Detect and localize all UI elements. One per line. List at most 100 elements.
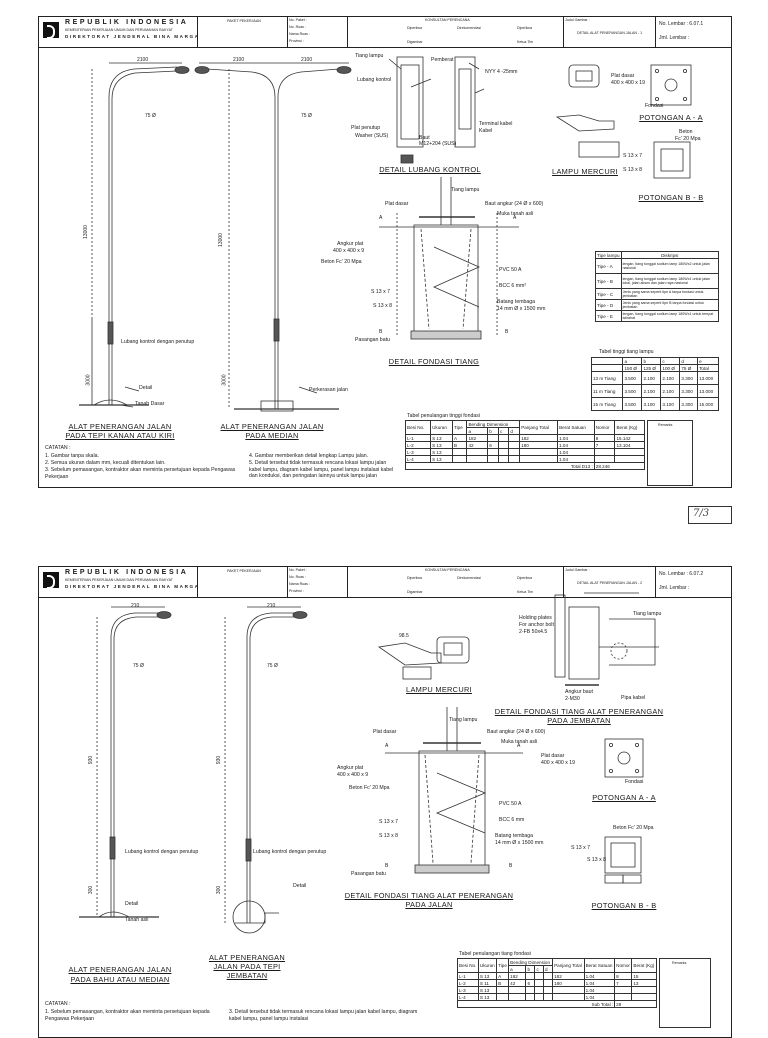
table-cell: 11 m Tiang: [590, 384, 624, 398]
drawing-sheet-1: REPUBLIK INDONESIA KEMENTERIAN PEKERJAAN…: [38, 16, 732, 488]
pb-s13x8-label: S 13 x 8: [623, 167, 643, 173]
total-value: 28.246: [593, 462, 646, 470]
ft-beton-label: Beton Fc' 20 Mpa: [321, 259, 362, 265]
pole2-title: ALAT PENERANGAN JALAN: [220, 422, 324, 431]
ft-s13x7-label: S 13 x 7: [371, 289, 391, 295]
table-cell: S 13: [430, 455, 453, 463]
fondasi-table-title: Tabel penulangan tinggi fondasi: [407, 413, 480, 419]
perkerasan-label: Perkerasan jalan: [309, 387, 348, 393]
lm-title: LAMPU MERCURI: [406, 685, 472, 694]
org-name: REPUBLIK INDONESIA: [65, 19, 189, 26]
total-value: 28: [614, 1000, 657, 1008]
th-a: a: [622, 357, 643, 365]
table-cell: [498, 441, 510, 449]
th-bending: Bending Dimension: [508, 958, 554, 966]
ft-s13x8-label: S 13 x 8: [373, 303, 393, 309]
table-cell: A: [451, 434, 468, 442]
th-c: c: [660, 357, 681, 365]
th-bend-a: a: [466, 427, 489, 435]
table-cell: 1.04: [557, 441, 595, 449]
sh-e: Total: [697, 364, 719, 372]
remarks-box: Remarks: [659, 958, 711, 1028]
field-provinsi: Provinsi :: [289, 39, 304, 43]
lk-baut2-label: M12+204 (SUS): [419, 141, 457, 147]
sh-blank: [590, 364, 624, 372]
sh-a: 150 Ø: [622, 364, 643, 372]
dim-3000: 3000: [85, 374, 92, 386]
no-lembar: No. Lembar : 6.07.1: [659, 21, 704, 27]
diskripsi-cell: lengan, tiang tunggal sodium lamp 180Wx2…: [620, 258, 720, 274]
diperiksa: Diperiksa: [407, 26, 422, 30]
th-ukuran: Ukuran: [477, 958, 498, 973]
fondasi-table: Besi No. Ukuran Tipe Bending Dimension P…: [456, 958, 657, 1008]
pb-s13x7-label: S 13 x 7: [571, 845, 591, 851]
dia-75: 75 Ø: [145, 113, 156, 119]
digambar: Digambar: [407, 40, 423, 44]
lk-pemberat-label: Pemberat: [431, 57, 454, 63]
section-a-left: A: [379, 215, 383, 221]
dia-75: 75 Ø: [133, 663, 144, 669]
table-cell: 15.000: [697, 397, 719, 411]
detail-label: Detail: [139, 385, 153, 391]
jb-angkur-label: Angkur baut: [565, 689, 593, 695]
judul-label: Judul Gambar :: [565, 18, 590, 22]
catatan-item: 2. Semua ukuran dalam mm, kecuali ditent…: [45, 460, 166, 466]
catatan-item: 1. Sebelum pemasangan, kontraktor akan m…: [45, 1009, 210, 1022]
table-cell: [508, 434, 521, 442]
table-cell: S 11: [477, 979, 498, 987]
dim-13000b: 13000: [217, 233, 224, 247]
table-cell: S 13: [477, 993, 498, 1001]
table-cell: B: [451, 441, 468, 449]
table-cell: S 13: [477, 972, 498, 980]
judul-cell: Judul Gambar : DETAIL ALAT PENERANGAN JA…: [563, 567, 656, 597]
catatan-title: CATATAN :: [45, 1001, 71, 1007]
signature-initials: 7/3: [693, 508, 710, 519]
field-ruas: No. Ruas :: [289, 25, 306, 29]
th-besi: Besi No.: [404, 420, 432, 435]
ft-batang-label: Batang tembaga: [495, 833, 534, 839]
org-directorate: DIREKTORAT JENDERAL BINA MARGA: [65, 584, 200, 589]
ft-muka-label: Muka tanah asli: [501, 739, 538, 745]
pole2-subtitle-2: JEMBATAN: [226, 971, 268, 980]
table-cell: 8: [614, 972, 633, 980]
th-tipe: Tipe: [451, 420, 468, 435]
fields-cell: No. Paket : No. Ruas : Nama Ruas : Provi…: [287, 17, 348, 47]
table-cell: 13 m Tiang: [590, 371, 624, 385]
catatan-item: 5. Detail tersebut tidak termasuk rencan…: [249, 460, 394, 480]
dim-210: 210: [131, 603, 140, 609]
judul: DETAIL ALAT PENERANGAN JALAN - 1: [577, 31, 643, 35]
tipe-cell: Tipe - B: [595, 273, 622, 289]
ft-baut-label: Baut angkur (24 Ø x 600): [485, 201, 544, 207]
ft-angkur2-label: 400 x 400 x 9: [337, 772, 369, 778]
catatan-title: CATATAN :: [45, 445, 71, 451]
pa-title: POTONGAN A - A: [639, 113, 703, 122]
section-b-right: B: [505, 329, 509, 335]
field-nama-ruas: Nama Ruas :: [289, 32, 310, 36]
lubang-kontrol-label: Lubang kontrol dengan penutup: [121, 339, 195, 345]
pb-s13x7-label: S 13 x 7: [623, 153, 643, 159]
th-nomor: Nomor: [593, 420, 616, 435]
table-cell: 3.300: [679, 397, 699, 411]
table-cell: 13.000: [697, 384, 719, 398]
table-cell: L-4: [404, 455, 432, 463]
th-ukuran: Ukuran: [430, 420, 453, 435]
pb-beton-label: Beton Fc' 20 Mpa: [613, 825, 654, 831]
ft-title: DETAIL FONDASI TIANG ALAT PENERANGAN: [344, 891, 514, 900]
table-cell: L-1: [457, 972, 479, 980]
ft-plat-label: Plat dasar: [385, 201, 409, 207]
pa-plat-label: Plat dasar: [611, 73, 635, 79]
table-cell: 3.300: [679, 371, 699, 385]
direkomendasi: Direkomendasi: [457, 26, 481, 30]
table-cell: 2.100: [641, 371, 662, 385]
field-paket: No. Paket :: [289, 18, 307, 22]
detail-label: Detail: [125, 901, 139, 907]
table-cell: 6: [487, 441, 500, 449]
ft-title: DETAIL FONDASI TIANG: [388, 357, 480, 366]
lk-washer-label: Washer (SUS): [355, 133, 389, 139]
table-cell: 15 m Tiang: [590, 397, 624, 411]
th-b: b: [641, 357, 662, 365]
